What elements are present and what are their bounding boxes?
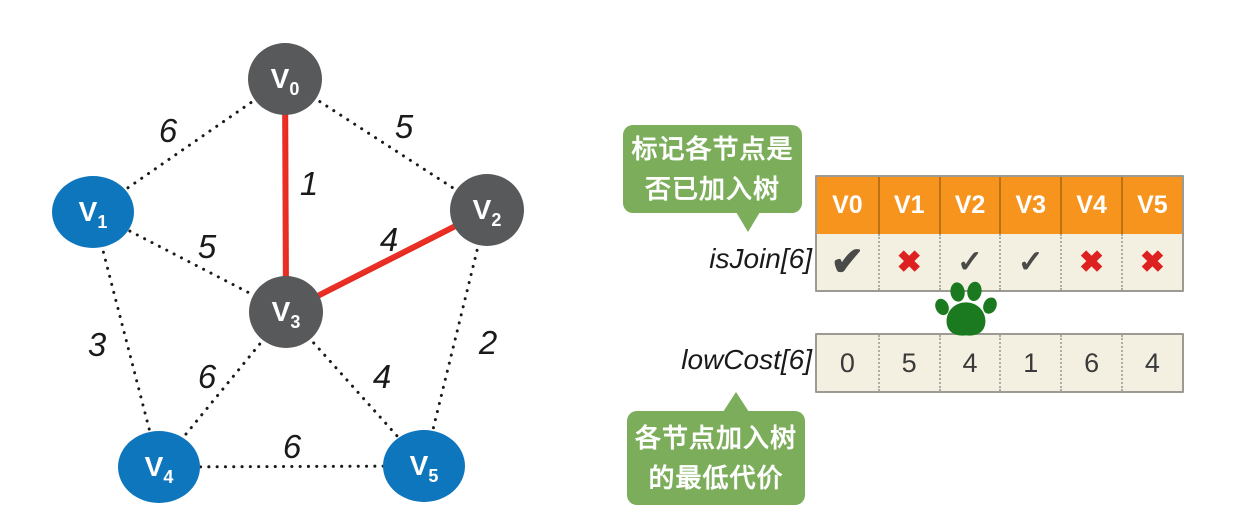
cross-icon: ✖ — [1139, 245, 1165, 279]
node-v4 — [118, 431, 200, 503]
cross-icon: ✖ — [1079, 245, 1105, 279]
lowcost-array-label: lowCost[6] — [681, 344, 812, 375]
lowcost-cell-v0: 0 — [817, 335, 878, 391]
bubble-tail-down — [736, 212, 760, 232]
isjoin-cell-v0: ✔ — [817, 234, 878, 290]
isjoin-col-header-v2: V2 — [938, 177, 1000, 234]
isjoin-annotation-bubble: 标记各节点是 否已加入树 — [623, 125, 802, 232]
node-v3 — [249, 276, 323, 348]
edge-weight-v4-v5: 6 — [283, 428, 302, 465]
isjoin-value-row: ✔ ✖ ✓ ✓ ✖ ✖ — [817, 234, 1182, 290]
edge-weight-v0-v1: 6 — [159, 112, 178, 149]
edge-v1-v4 — [91, 210, 161, 469]
node-v1 — [52, 176, 134, 248]
isjoin-array-label: isJoin[6] — [709, 243, 812, 274]
node-v2 — [450, 174, 524, 246]
edge-v2-v5 — [422, 208, 489, 468]
tree-edge-v0-v3 — [282, 76, 289, 315]
lowcost-cell-v5: 4 — [1120, 335, 1182, 391]
edge-weight-v1-v3: 5 — [198, 228, 217, 265]
lowcost-cell-v4: 6 — [1060, 335, 1121, 391]
lowcost-cell-v1: 5 — [877, 335, 939, 391]
node-v0 — [248, 43, 322, 115]
isjoin-col-header-v3: V3 — [999, 177, 1061, 234]
isjoin-col-header-v0: V0 — [817, 177, 878, 234]
check-icon: ✔ — [830, 240, 865, 284]
lowcost-annotation-bubble: 各节点加入树 的最低代价 — [627, 392, 805, 505]
edge-weight-v2-v3: 4 — [380, 221, 398, 258]
lowcost-cell-v3: 1 — [999, 335, 1061, 391]
bubble-text-line: 各节点加入树 — [634, 422, 797, 453]
node-v5 — [383, 430, 465, 502]
check-icon: ✓ — [957, 244, 983, 279]
isjoin-cell-v4: ✖ — [1060, 234, 1121, 290]
edge-weight-v0-v3: 1 — [300, 165, 318, 202]
bubble-text-line: 否已加入树 — [644, 174, 780, 204]
edge-weight-v1-v4: 3 — [88, 326, 107, 363]
bubble-text-line: 标记各节点是 — [631, 133, 794, 164]
edge-weight-v3-v5: 4 — [373, 358, 391, 395]
isjoin-cell-v3: ✓ — [999, 234, 1061, 290]
isjoin-col-header-v1: V1 — [877, 177, 939, 234]
lowcost-cell-v2: 4 — [938, 335, 1000, 391]
cross-icon: ✖ — [896, 245, 922, 279]
isjoin-cell-v5: ✖ — [1120, 234, 1182, 290]
edge-weight-v3-v4: 6 — [198, 358, 217, 395]
isjoin-cell-v2: ✓ — [938, 234, 1000, 290]
bubble-tail-up — [723, 392, 749, 412]
isjoin-cell-v1: ✖ — [877, 234, 939, 290]
edge-weight-v0-v2: 5 — [395, 108, 414, 145]
bubble-text-line: 的最低代价 — [648, 463, 784, 493]
tree-edge-v2-v3 — [283, 207, 490, 315]
edge-v0-v2 — [283, 77, 489, 212]
edge-v4-v5 — [157, 464, 426, 469]
edge-v0-v1 — [91, 77, 287, 214]
tree-edge-texture — [286, 79, 289, 314]
isjoin-col-header-v4: V4 — [1060, 177, 1121, 234]
paw-icon — [935, 281, 997, 336]
edge-weight-v2-v5: 2 — [478, 324, 497, 361]
isjoin-col-header-v5: V5 — [1120, 177, 1182, 234]
check-icon: ✓ — [1017, 244, 1044, 279]
